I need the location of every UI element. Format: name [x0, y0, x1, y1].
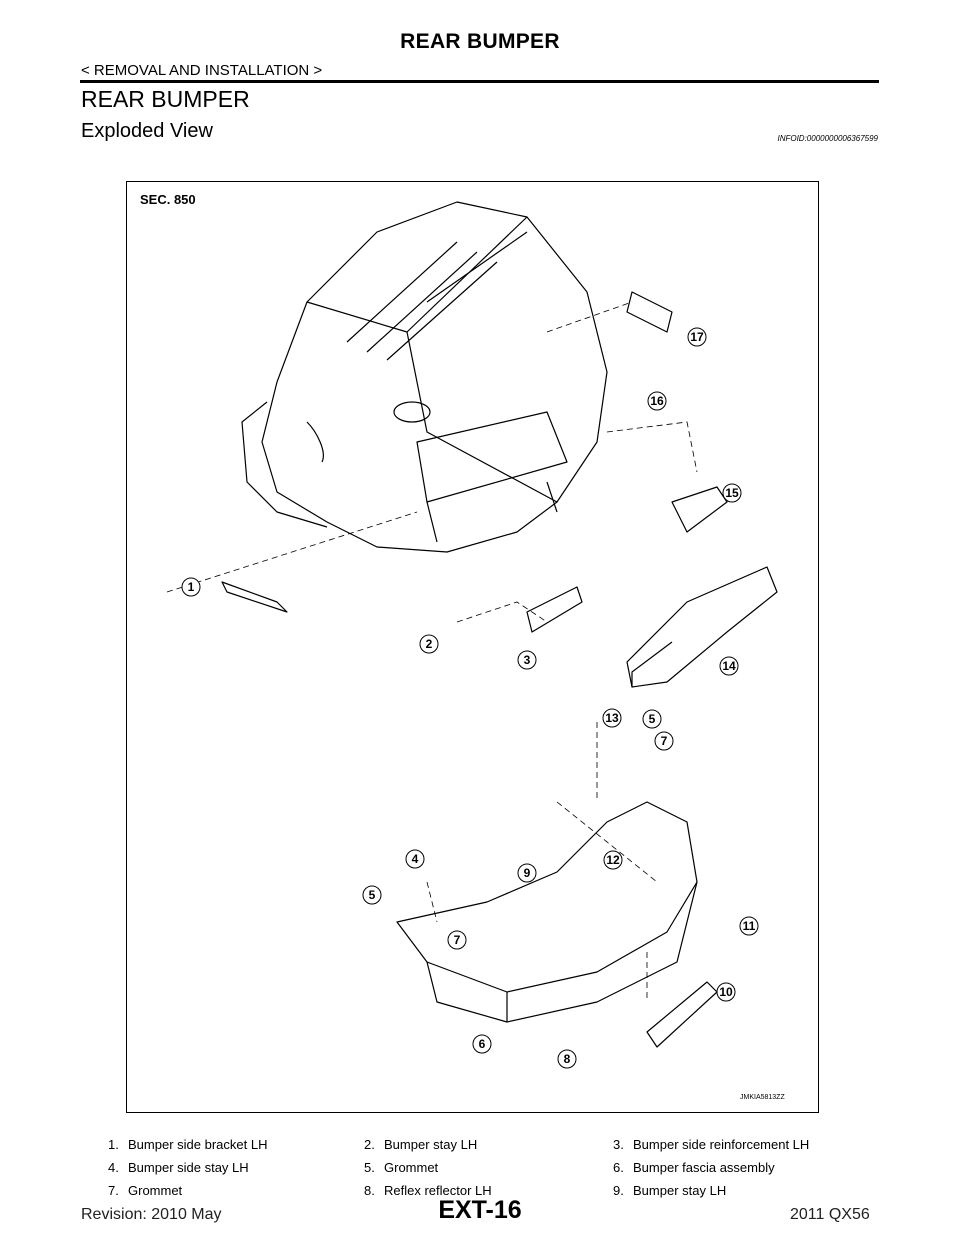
callout-7a-label: 7	[454, 933, 461, 947]
callout-17-label: 17	[690, 330, 704, 344]
callout-11-label: 11	[743, 919, 756, 933]
callout-8-label: 8	[564, 1052, 571, 1066]
callout-12-label: 12	[606, 853, 620, 867]
callout-7b: 7	[654, 731, 674, 751]
callout-12: 12	[603, 850, 623, 870]
callout-11: 11	[739, 916, 759, 936]
exploded-view-figure: 1 2 3 4 5 5 6 7 7 8 9 10 11 12 13 14 15 …	[126, 181, 819, 1113]
callout-15-label: 15	[725, 486, 739, 500]
callout-13-label: 13	[605, 711, 619, 725]
callout-3-label: 3	[524, 653, 531, 667]
callout-16: 16	[647, 391, 667, 411]
bumper-fascia	[396, 801, 698, 993]
legend-item: 6.Bumper fascia assembly	[613, 1160, 775, 1175]
legend-item: 2.Bumper stay LH	[364, 1137, 478, 1152]
section-title: REAR BUMPER	[81, 86, 250, 112]
callout-4-label: 4	[412, 852, 419, 866]
legend-row: 4.Bumper side stay LH 5.Grommet 6.Bumper…	[108, 1160, 868, 1183]
legend-item: 4.Bumper side stay LH	[108, 1160, 249, 1175]
footer-model: 2011 QX56	[790, 1206, 870, 1223]
exploded-view-drawing: 1 2 3 4 5 5 6 7 7 8 9 10 11 12 13 14 15 …	[166, 201, 778, 1069]
section-number-label: SEC. 850	[140, 192, 196, 207]
callout-17: 17	[687, 327, 707, 347]
legend-row: 1.Bumper side bracket LH 2.Bumper stay L…	[108, 1137, 868, 1160]
callout-5a: 5	[362, 885, 382, 905]
callout-14-label: 14	[722, 659, 736, 673]
header-rule	[80, 80, 879, 83]
callout-13: 13	[602, 708, 622, 728]
callout-9-label: 9	[524, 866, 531, 880]
legend-item: 1.Bumper side bracket LH	[108, 1137, 268, 1152]
callout-5b-label: 5	[649, 712, 656, 726]
legend-item: 7.Grommet	[108, 1183, 183, 1198]
callout-2: 2	[419, 634, 439, 654]
callout-7a: 7	[447, 930, 467, 950]
callout-1: 1	[181, 577, 201, 597]
callout-8: 8	[557, 1049, 577, 1069]
callout-10-label: 10	[719, 985, 733, 999]
footer-revision: Revision: 2010 May	[81, 1206, 222, 1223]
subsection-title: Exploded View	[81, 120, 213, 142]
bumper-reinforcement	[626, 566, 778, 688]
vehicle-body	[261, 201, 608, 553]
callout-7b-label: 7	[661, 734, 668, 748]
legend-item: 5.Grommet	[364, 1160, 439, 1175]
parts-legend: 1.Bumper side bracket LH 2.Bumper stay L…	[108, 1137, 868, 1206]
figure-code: JMKIA5813ZZ	[740, 1094, 785, 1101]
callout-15: 15	[722, 483, 742, 503]
callout-markers: 1 2 3 4 5 5 6 7 7 8 9 10 11 12 13 14 15 …	[181, 327, 759, 1069]
callout-16-label: 16	[650, 394, 664, 408]
callout-6-label: 6	[479, 1037, 486, 1051]
legend-row: 7.Grommet 8.Reflex reflector LH 9.Bumper…	[108, 1183, 868, 1206]
callout-14: 14	[719, 656, 739, 676]
legend-item: 8.Reflex reflector LH	[364, 1183, 492, 1198]
page-header-title: REAR BUMPER	[400, 30, 560, 53]
callout-2-label: 2	[426, 637, 433, 651]
footer-page-number: EXT-16	[438, 1196, 522, 1224]
callout-6: 6	[472, 1034, 492, 1054]
callout-9: 9	[517, 863, 537, 883]
callout-1-label: 1	[188, 580, 195, 594]
legend-item: 9.Bumper stay LH	[613, 1183, 727, 1198]
info-id: INFOID:0000000006367599	[777, 134, 878, 143]
callout-3: 3	[517, 650, 537, 670]
callout-5b: 5	[642, 709, 662, 729]
callout-10: 10	[716, 982, 736, 1002]
callout-4: 4	[405, 849, 425, 869]
breadcrumb: < REMOVAL AND INSTALLATION >	[81, 62, 323, 79]
callout-5a-label: 5	[369, 888, 376, 902]
legend-item: 3.Bumper side reinforcement LH	[613, 1137, 810, 1152]
